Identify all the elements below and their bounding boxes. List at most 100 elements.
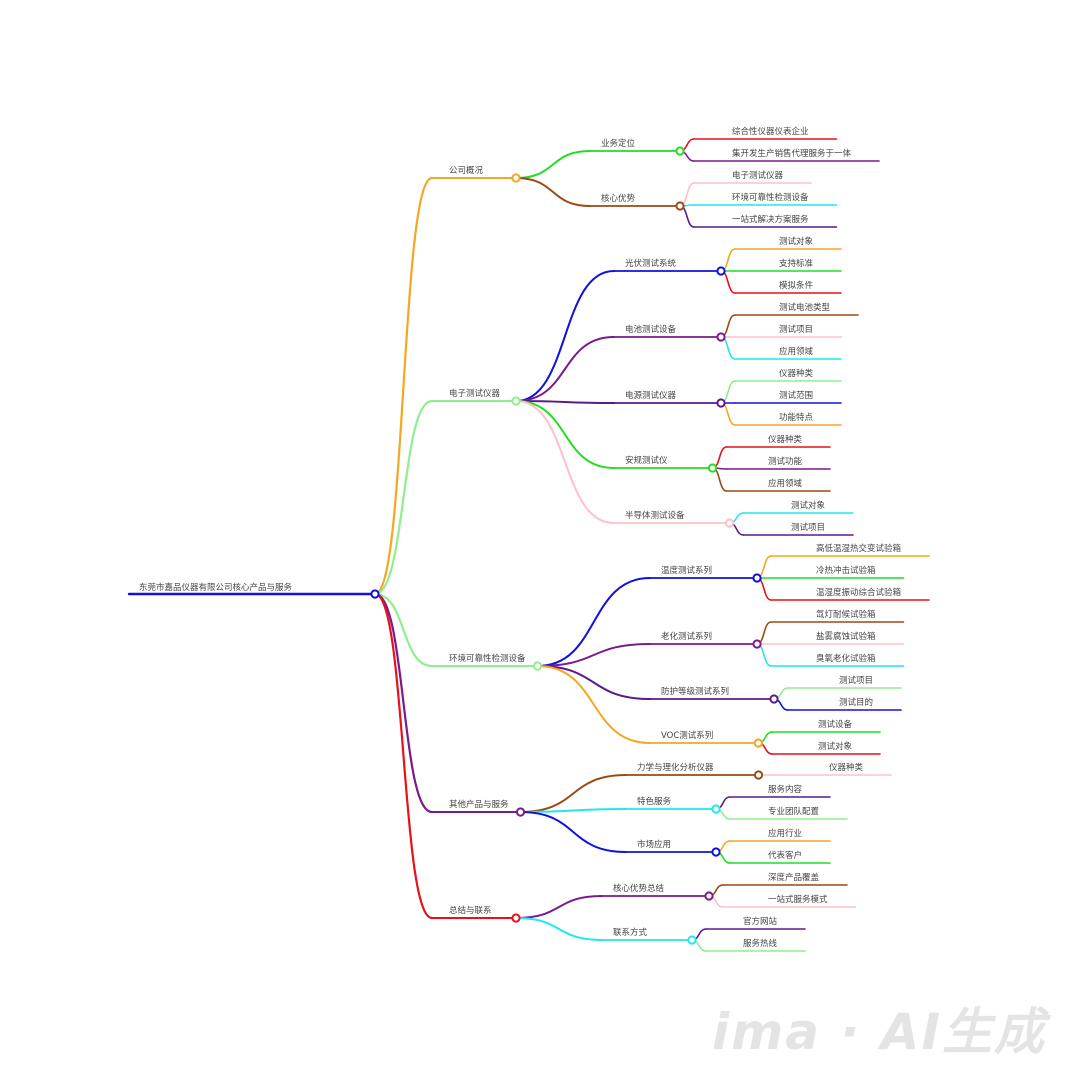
leaf-label: 测试电池类型 — [779, 302, 831, 313]
leaf-label: 测试目的 — [839, 697, 873, 708]
branch-label: 电子测试仪器 — [449, 388, 501, 399]
subtopic-edge — [536, 643, 651, 667]
branch-edge — [373, 592, 434, 668]
leaf-label: 测试项目 — [791, 522, 825, 533]
subtopic-edge — [536, 665, 651, 700]
subtopic-node[interactable] — [687, 935, 697, 945]
subtopic-label: 特色服务 — [637, 796, 672, 807]
subtopic-node[interactable] — [711, 804, 721, 814]
subtopic-label: 市场应用 — [637, 839, 671, 850]
leaf-label: 应用领域 — [779, 346, 814, 357]
leaf-label: 代表客户 — [768, 850, 802, 861]
subtopic-edge — [536, 577, 651, 667]
subtopic-node[interactable] — [769, 694, 779, 704]
leaf-label: 专业团队配置 — [768, 806, 820, 817]
subtopic-edge — [515, 270, 615, 402]
leaf-label: 电子测试仪器 — [732, 170, 784, 181]
subtopic-label: 老化测试系列 — [661, 631, 712, 642]
subtopic-edge — [515, 336, 615, 402]
subtopic-label: 业务定位 — [601, 138, 636, 149]
subtopic-edge — [515, 150, 591, 179]
leaf-label: 冷热冲击试验箱 — [816, 565, 876, 576]
leaf-label: 仪器种类 — [779, 368, 814, 379]
subtopic-edge — [519, 774, 627, 813]
leaf-label: 氙灯耐候试验箱 — [816, 609, 876, 620]
branch-edge — [373, 399, 434, 596]
subtopic-node[interactable] — [752, 639, 762, 649]
branch-edge — [373, 592, 434, 920]
subtopic-edge — [515, 400, 615, 469]
subtopic-edge — [515, 177, 591, 207]
root-node[interactable] — [370, 589, 380, 599]
subtopic-node[interactable] — [704, 891, 714, 901]
branch-edge — [373, 176, 434, 596]
branch-label: 其他产品与服务 — [449, 799, 509, 810]
leaf-label: 集开发生产销售代理服务于一体 — [732, 148, 852, 159]
subtopic-node[interactable] — [724, 518, 735, 528]
leaf-label: 臭氧老化试验箱 — [816, 653, 876, 664]
subtopic-label: 电池测试设备 — [625, 324, 677, 335]
leaf-label: 测试设备 — [818, 719, 853, 730]
subtopic-node[interactable] — [711, 847, 721, 857]
branch-node[interactable] — [515, 807, 526, 817]
subtopic-label: 联系方式 — [613, 927, 648, 938]
subtopic-node[interactable] — [753, 738, 763, 748]
subtopic-edge — [519, 811, 627, 853]
leaf-label: 测试范围 — [779, 390, 813, 401]
branch-node[interactable] — [511, 173, 521, 183]
leaf-label: 测试功能 — [768, 456, 803, 467]
branch-label: 环境可靠性检测设备 — [449, 653, 526, 664]
subtopic-edge — [515, 917, 603, 941]
leaf-label: 应用领域 — [768, 478, 803, 489]
leaf-label: 盐雾腐蚀试验箱 — [816, 631, 876, 642]
leaf-label: 支持标准 — [779, 258, 814, 269]
subtopic-edge — [515, 400, 615, 524]
leaf-label: 一站式服务模式 — [768, 894, 828, 905]
subtopic-node[interactable] — [752, 573, 762, 583]
subtopic-label: 防护等级测试系列 — [661, 686, 729, 697]
leaf-label: 测试对象 — [791, 500, 826, 511]
leaf-label: 仪器种类 — [829, 762, 864, 773]
leaf-label: 一站式解决方案服务 — [732, 214, 809, 225]
subtopic-label: 光伏测试系统 — [625, 258, 677, 269]
leaf-label: 服务热线 — [743, 938, 778, 949]
leaf-label: 高低温湿热交变试验箱 — [816, 543, 902, 554]
leaf-label: 服务内容 — [768, 784, 803, 795]
leaf-label: 综合性仪器仪表企业 — [732, 126, 809, 137]
leaf-label: 模拟条件 — [779, 280, 814, 291]
leaf-label: 环境可靠性检测设备 — [732, 192, 809, 203]
branch-label: 总结与联系 — [449, 905, 492, 916]
subtopic-node[interactable] — [716, 332, 726, 342]
subtopic-edge — [536, 665, 651, 744]
subtopic-label: 电源测试仪器 — [625, 390, 677, 401]
root-label: 东莞市嘉品仪器有限公司核心产品与服务 — [139, 582, 293, 593]
subtopic-label: 温度测试系列 — [661, 565, 712, 576]
leaf-label: 应用行业 — [768, 828, 802, 839]
branch-label: 公司概况 — [449, 165, 484, 176]
subtopic-node[interactable] — [716, 266, 726, 276]
subtopic-node[interactable] — [675, 146, 685, 156]
subtopic-label: 核心优势总结 — [613, 883, 664, 894]
subtopic-node[interactable] — [707, 463, 718, 473]
subtopic-node[interactable] — [716, 398, 726, 408]
leaf-label: 仪器种类 — [768, 434, 803, 445]
leaf-label: 测试对象 — [818, 741, 853, 752]
subtopic-label: 安规测试仪 — [625, 455, 668, 466]
branch-node[interactable] — [511, 913, 521, 923]
subtopic-edge — [515, 895, 603, 919]
leaf-label: 测试项目 — [779, 324, 813, 335]
leaf-label: 深度产品覆盖 — [768, 872, 820, 883]
leaf-label: 测试项目 — [839, 675, 873, 686]
branch-node[interactable] — [511, 396, 521, 406]
leaf-label: 温湿度振动综合试验箱 — [816, 587, 902, 598]
leaf-label: 功能特点 — [779, 412, 814, 423]
subtopic-edge — [515, 400, 615, 404]
subtopic-edge — [519, 808, 627, 813]
watermark: ima · AI生成 — [712, 1003, 1047, 1061]
leaf-label: 官方网站 — [743, 916, 778, 927]
subtopic-node[interactable] — [675, 201, 685, 211]
branch-node[interactable] — [532, 661, 543, 671]
subtopic-label: 核心优势 — [601, 193, 636, 204]
subtopic-node[interactable] — [753, 770, 764, 780]
